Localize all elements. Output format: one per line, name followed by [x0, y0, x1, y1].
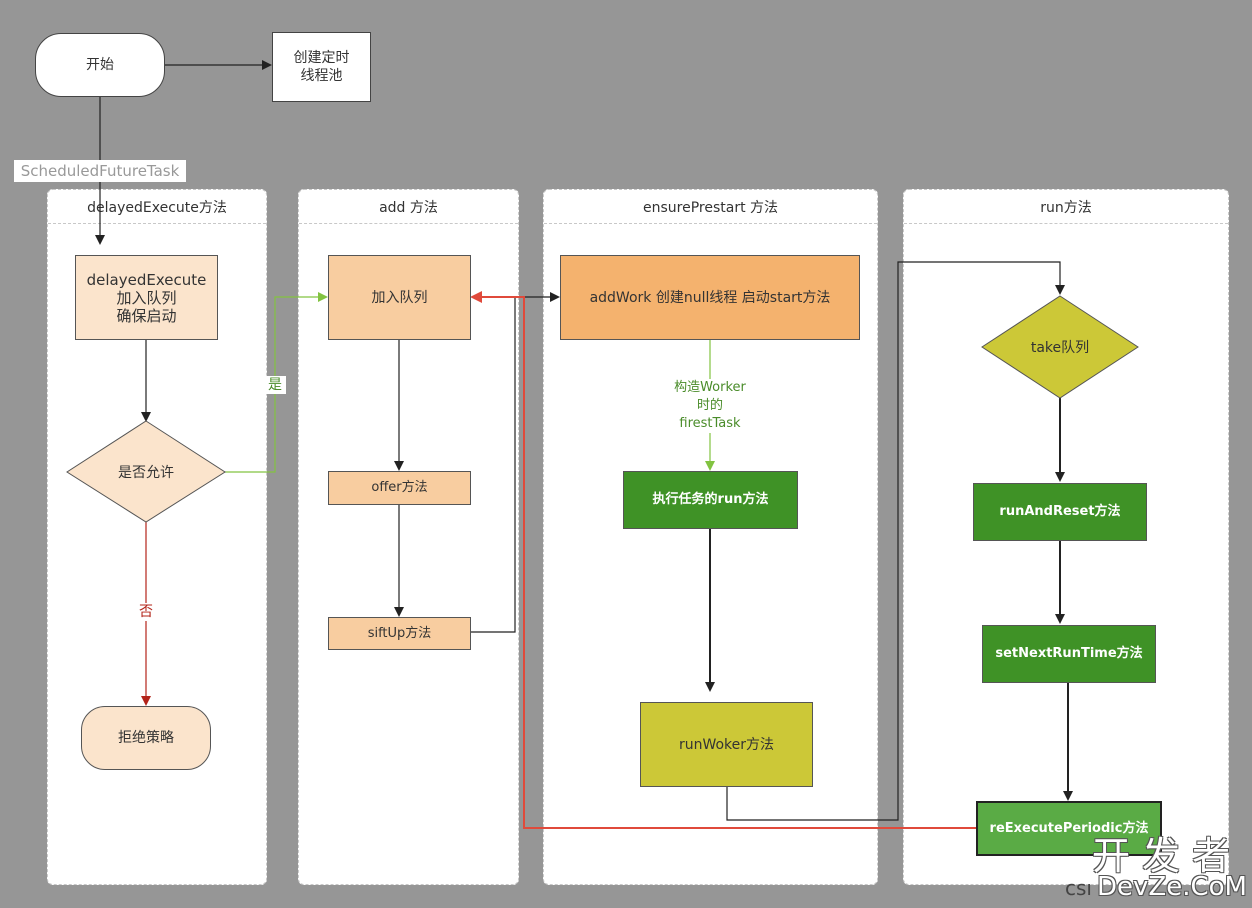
offer-label: offer方法	[371, 480, 428, 495]
edge-runworker-to-take	[726, 261, 1065, 821]
runworker-node[interactable]: runWoker方法	[640, 702, 813, 787]
take-label: take队列	[1030, 340, 1090, 356]
enqueue-label: 加入队列	[371, 289, 428, 306]
allow-diamond-shape	[66, 420, 226, 523]
set-next-run-time-node[interactable]: setNextRunTime方法	[982, 625, 1156, 683]
allow-node[interactable]: 是否允许	[67, 421, 225, 522]
re-execute-periodic-node[interactable]: reExecutePeriodic方法	[976, 801, 1162, 856]
edge-label-no: 否	[135, 603, 157, 621]
addwork-node[interactable]: addWork 创建null线程 启动start方法	[560, 255, 860, 340]
edge-label-first-task: 构造Worker 时的 firestTask	[655, 379, 765, 433]
delayed-execute-label: delayedExecute 加入队列 确保启动	[86, 270, 207, 325]
lane-title-add: add 方法	[299, 190, 518, 224]
take-diamond-shape	[981, 295, 1139, 399]
reject-node[interactable]: 拒绝策略	[81, 706, 211, 770]
lane-title-delayed-execute: delayedExecute方法	[48, 190, 266, 224]
exec-run-label: 执行任务的run方法	[652, 492, 769, 507]
watermark-prefix: csı	[1065, 876, 1092, 900]
delayed-execute-node[interactable]: delayedExecute 加入队列 确保启动	[75, 255, 218, 340]
lane-title-run: run方法	[904, 190, 1228, 224]
exec-run-node[interactable]: 执行任务的run方法	[623, 471, 798, 529]
start-label: 开始	[86, 57, 114, 73]
edge-reexec-to-enqueue	[470, 291, 976, 829]
siftup-node[interactable]: siftUp方法	[328, 617, 471, 650]
lane-title-ensure-prestart: ensurePrestart 方法	[544, 190, 877, 224]
edge-siftup-to-addwork	[471, 292, 560, 633]
re-execute-periodic-label: reExecutePeriodic方法	[989, 820, 1149, 836]
allow-label: 是否允许	[118, 464, 174, 481]
edge-label-scheduled-task: ScheduledFutureTask	[14, 160, 186, 182]
run-and-reset-label: runAndReset方法	[999, 504, 1121, 519]
take-node[interactable]: take队列	[982, 296, 1138, 398]
runworker-label: runWoker方法	[678, 736, 775, 753]
create-pool-node[interactable]: 创建定时 线程池	[272, 32, 371, 102]
run-and-reset-node[interactable]: runAndReset方法	[973, 483, 1147, 541]
reject-label: 拒绝策略	[118, 730, 174, 746]
create-pool-label: 创建定时 线程池	[293, 50, 350, 84]
siftup-label: siftUp方法	[367, 625, 432, 641]
start-node[interactable]: 开始	[35, 33, 165, 97]
set-next-run-time-label: setNextRunTime方法	[995, 646, 1143, 661]
watermark-domain: DevZe.CoM	[1097, 872, 1247, 902]
enqueue-node[interactable]: 加入队列	[328, 255, 471, 340]
offer-node[interactable]: offer方法	[328, 471, 471, 505]
edge-label-yes: 是	[264, 376, 286, 394]
watermark-cn: 开发者	[1091, 834, 1242, 878]
addwork-label: addWork 创建null线程 启动start方法	[589, 289, 831, 306]
